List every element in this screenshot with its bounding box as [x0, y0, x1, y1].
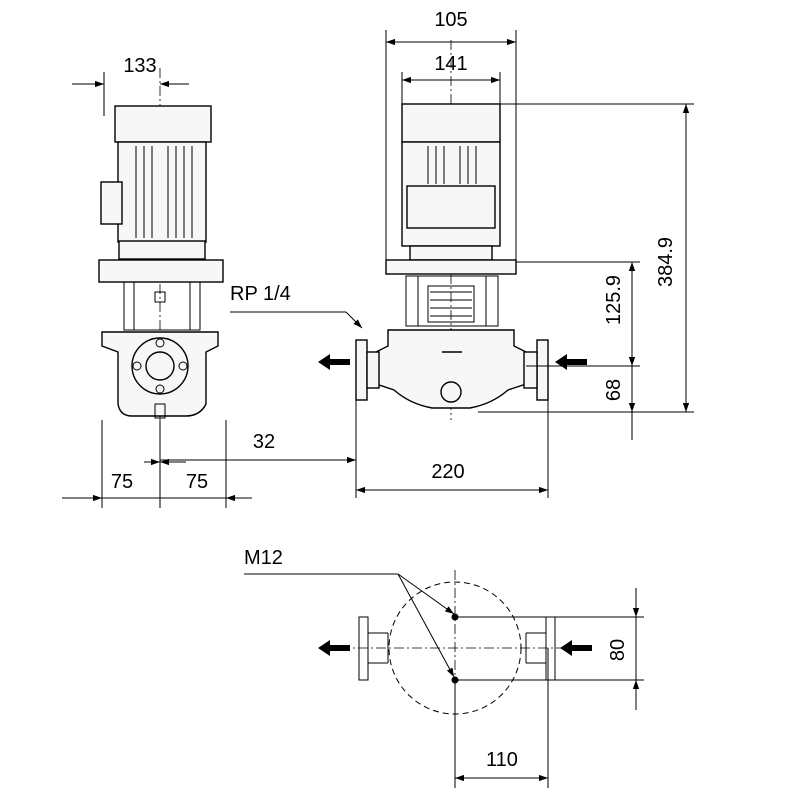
front-view [355, 40, 549, 420]
dim-384-9: 384.9 [655, 237, 677, 287]
dimension-lines [62, 30, 694, 788]
dim-220: 220 [431, 461, 464, 483]
flow-in-arrow-icon [555, 354, 587, 370]
dim-110: 110 [486, 749, 518, 771]
flow-out-arrow-icon [318, 354, 350, 370]
dim-141: 141 [434, 53, 467, 75]
m12-label: M12 [244, 547, 283, 569]
side-view [98, 68, 224, 468]
dim-68: 68 [603, 379, 625, 401]
flow-out-arrow-icon [318, 640, 350, 656]
dim-75-right: 75 [186, 471, 208, 493]
dim-32: 32 [253, 431, 275, 453]
flow-in-arrow-icon [560, 640, 592, 656]
dimension-labels: 133 105 141 384.9 125.9 68 RP 1/4 32 220… [111, 9, 677, 771]
dim-75-left: 75 [111, 471, 133, 493]
dim-125-9: 125.9 [603, 275, 625, 325]
dim-80: 80 [607, 639, 629, 661]
dim-105: 105 [434, 9, 467, 31]
rp-1-4-label: RP 1/4 [230, 283, 291, 305]
dim-133: 133 [123, 55, 156, 77]
